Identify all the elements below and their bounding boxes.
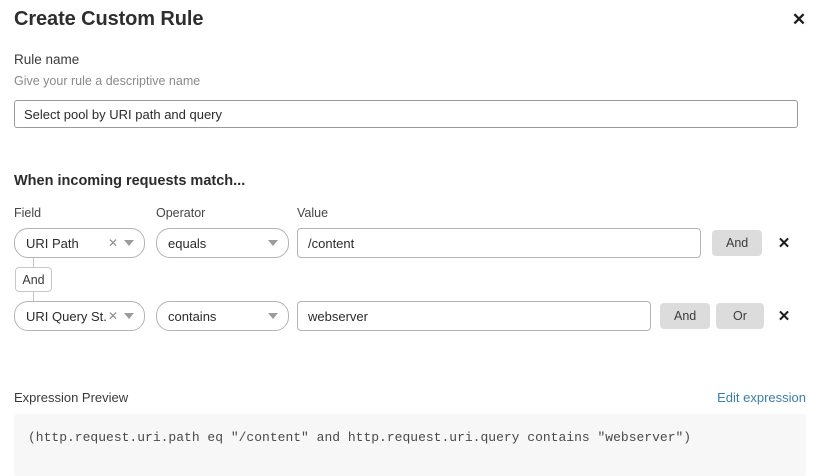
- condition-row: URI Path ✕ equals And ✕: [0, 228, 820, 258]
- column-header-operator: Operator: [156, 206, 206, 220]
- value-input-1[interactable]: [297, 228, 701, 258]
- condition-connector-and-badge[interactable]: And: [15, 267, 52, 292]
- close-icon[interactable]: ✕: [786, 6, 812, 32]
- chevron-down-icon: [124, 313, 134, 319]
- field-select-2[interactable]: URI Query St... ✕: [14, 301, 145, 331]
- chevron-down-icon: [124, 240, 134, 246]
- condition-row: URI Query St... ✕ contains And Or ✕: [0, 301, 820, 331]
- match-section-heading: When incoming requests match...: [14, 173, 246, 189]
- chevron-down-icon: [268, 313, 278, 319]
- expression-preview-panel: (http.request.uri.path eq "/content" and…: [14, 414, 806, 476]
- expression-preview-code: (http.request.uri.path eq "/content" and…: [28, 430, 692, 445]
- rule-name-hint: Give your rule a descriptive name: [14, 74, 201, 88]
- operator-select-2[interactable]: contains: [156, 301, 289, 331]
- clear-x-icon[interactable]: ✕: [107, 309, 118, 323]
- chevron-down-icon: [268, 240, 278, 246]
- clear-x-icon[interactable]: ✕: [107, 236, 118, 250]
- field-select-1-label: URI Path: [26, 235, 79, 251]
- expression-preview-label: Expression Preview: [14, 390, 129, 405]
- column-header-field: Field: [14, 206, 42, 220]
- edit-expression-link[interactable]: Edit expression: [717, 390, 806, 405]
- field-select-2-label: URI Query St...: [26, 308, 108, 324]
- remove-condition-2-icon[interactable]: ✕: [771, 302, 797, 330]
- or-button-2[interactable]: Or: [716, 303, 764, 329]
- rule-name-input[interactable]: [14, 100, 798, 128]
- operator-select-1[interactable]: equals: [156, 228, 289, 258]
- remove-condition-1-icon[interactable]: ✕: [771, 229, 797, 257]
- operator-select-2-label: contains: [168, 308, 217, 324]
- column-header-value: Value: [297, 206, 329, 220]
- field-select-1[interactable]: URI Path ✕: [14, 228, 145, 258]
- operator-select-1-label: equals: [168, 235, 207, 251]
- rule-name-label: Rule name: [14, 52, 80, 67]
- value-input-2[interactable]: [297, 301, 651, 331]
- and-button-2[interactable]: And: [660, 303, 711, 329]
- and-button-1[interactable]: And: [712, 230, 763, 256]
- page-title: Create Custom Rule: [14, 8, 204, 30]
